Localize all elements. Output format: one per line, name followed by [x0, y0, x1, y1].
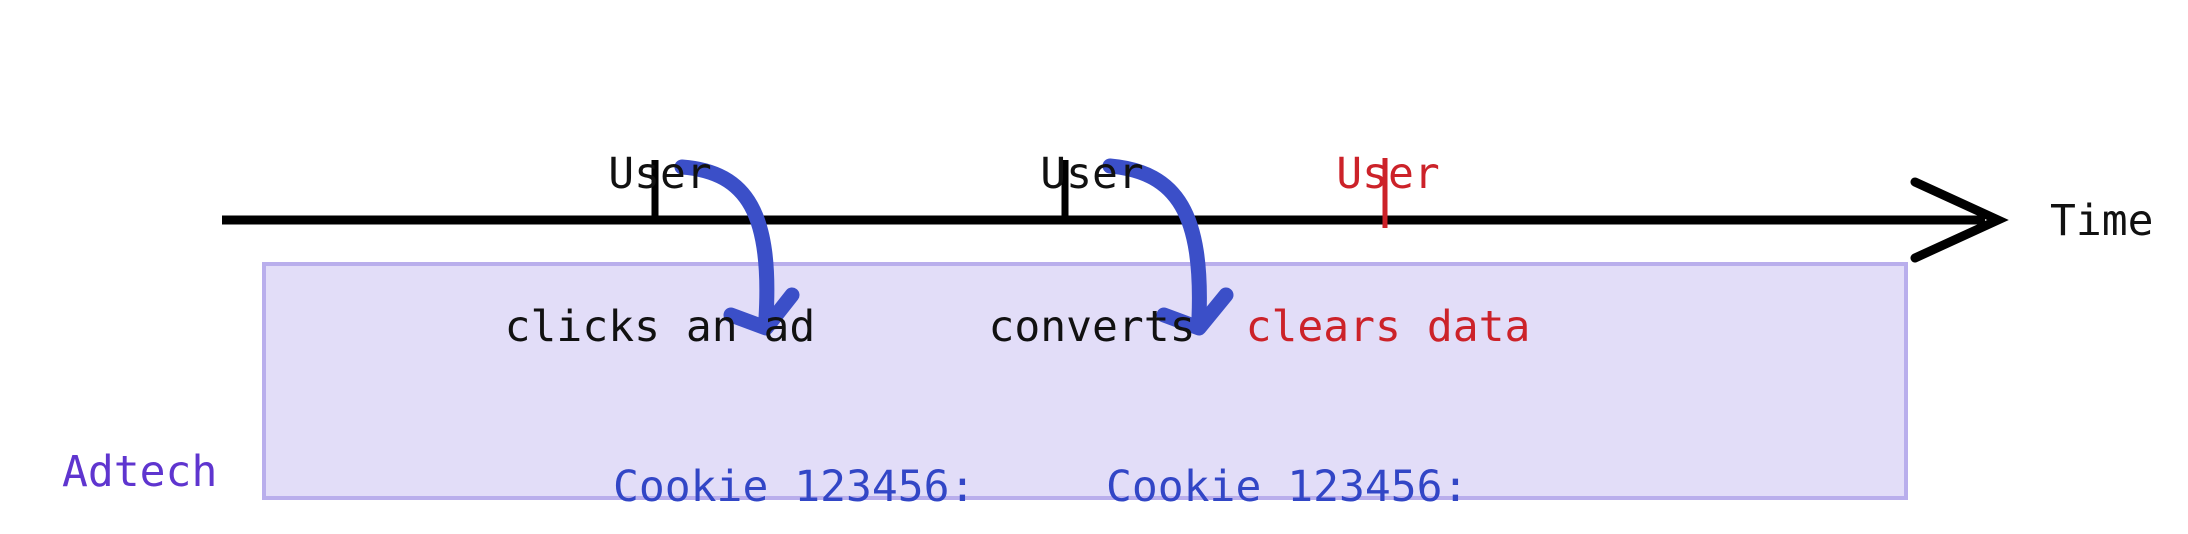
event-label-clear-data-line1: User — [1336, 149, 1440, 200]
timeline-axis — [222, 177, 2009, 263]
event-label-conversion-line2: converts — [988, 301, 1196, 352]
record-converted-line1: Cookie 123456: — [1106, 461, 1469, 512]
record-ad-clicked: Cookie 123456: Ad clicked — [613, 348, 975, 534]
arrow-conversion-to-record — [1102, 158, 1234, 336]
event-label-ad-click-line2: clicks an ad — [504, 301, 816, 352]
adtech-server-label: Adtech server — [62, 333, 292, 534]
event-label-ad-click-line1: User — [608, 149, 712, 200]
adtech-server-label-line1: Adtech — [62, 446, 218, 497]
record-ad-clicked-line1: Cookie 123456: — [613, 461, 976, 512]
event-label-conversion-line1: User — [1040, 149, 1144, 200]
arrow-ad-click-to-record — [674, 159, 800, 336]
axis-label-time-text: Time — [2050, 196, 2154, 246]
event-label-clear-data-line2: clears data — [1245, 301, 1531, 352]
event-label-ad-click: User clicks an ad — [400, 48, 920, 454]
event-label-conversion: User converts — [862, 48, 1322, 454]
axis-label-time: Time — [2050, 196, 2154, 246]
record-converted: Cookie 123456: Converted — [1106, 348, 1468, 534]
adtech-server-box — [262, 262, 1908, 500]
event-label-clear-data: User clears data — [1158, 48, 1618, 454]
